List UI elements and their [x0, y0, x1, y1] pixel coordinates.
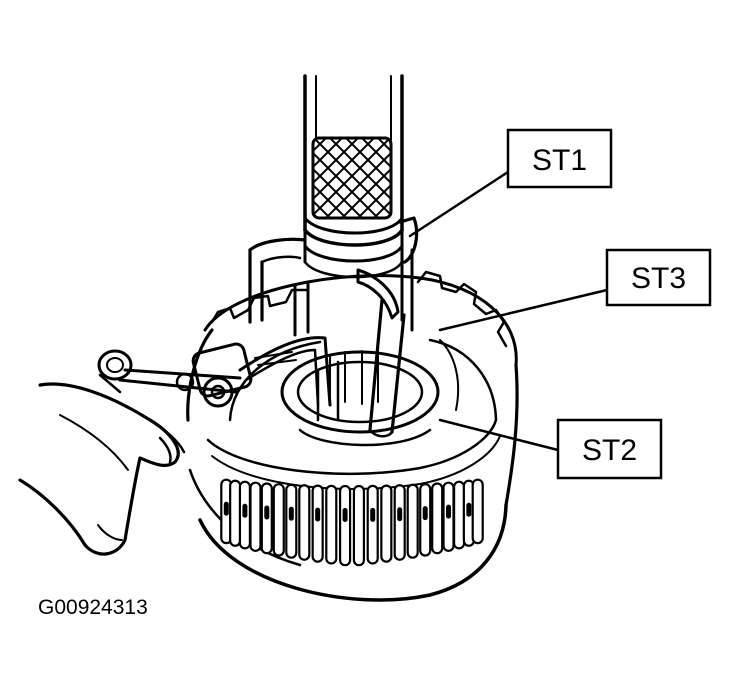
- callout-st2-label: ST2: [582, 434, 637, 467]
- drum-spline: [338, 484, 352, 567]
- callout-st1: ST1: [506, 128, 613, 189]
- hook-tool: [97, 336, 332, 408]
- drum-spline-slot: [315, 507, 321, 522]
- drum-spline-slot: [370, 507, 376, 522]
- drum-spline-slot: [397, 507, 403, 522]
- drum-spline-slot: [264, 505, 270, 520]
- drum-spline: [452, 480, 466, 550]
- drum-spline: [406, 483, 419, 559]
- inner-hub: [280, 339, 460, 447]
- callout-st1-label: ST1: [532, 144, 587, 177]
- drum-spline: [393, 484, 406, 561]
- drum-spline-slot: [466, 502, 472, 517]
- drum-spline: [431, 482, 444, 555]
- callout-leaders: [408, 170, 609, 452]
- hand: [18, 382, 186, 556]
- drum-spline-slot: [223, 501, 229, 516]
- callout-st2: ST2: [556, 418, 663, 480]
- drum-spline-slot: [422, 506, 428, 521]
- drum-spline: [380, 484, 393, 563]
- drum-spline: [285, 483, 298, 559]
- drum-spline-slot: [342, 507, 348, 522]
- drum-spline: [352, 484, 366, 567]
- drum-splines: [220, 478, 484, 567]
- drum-spline-slot: [288, 506, 294, 521]
- drum-spline-slot: [242, 503, 248, 518]
- drum-spline: [249, 481, 262, 552]
- drum-spline: [366, 484, 379, 565]
- drum-spline: [471, 478, 484, 545]
- drum-spline-slot: [446, 504, 452, 519]
- clutch-drum: [186, 270, 519, 602]
- drum-spline: [272, 483, 285, 557]
- drum-spline: [311, 484, 324, 563]
- drum-spline: [298, 484, 311, 561]
- callout-st3: ST3: [605, 248, 712, 307]
- drum-spline: [229, 479, 242, 547]
- figure-id-label: G00924313: [38, 596, 148, 619]
- press-shaft: [303, 74, 404, 279]
- drum-spline: [325, 484, 338, 565]
- puller-legs: [248, 216, 419, 438]
- callout-st3-label: ST3: [631, 262, 686, 295]
